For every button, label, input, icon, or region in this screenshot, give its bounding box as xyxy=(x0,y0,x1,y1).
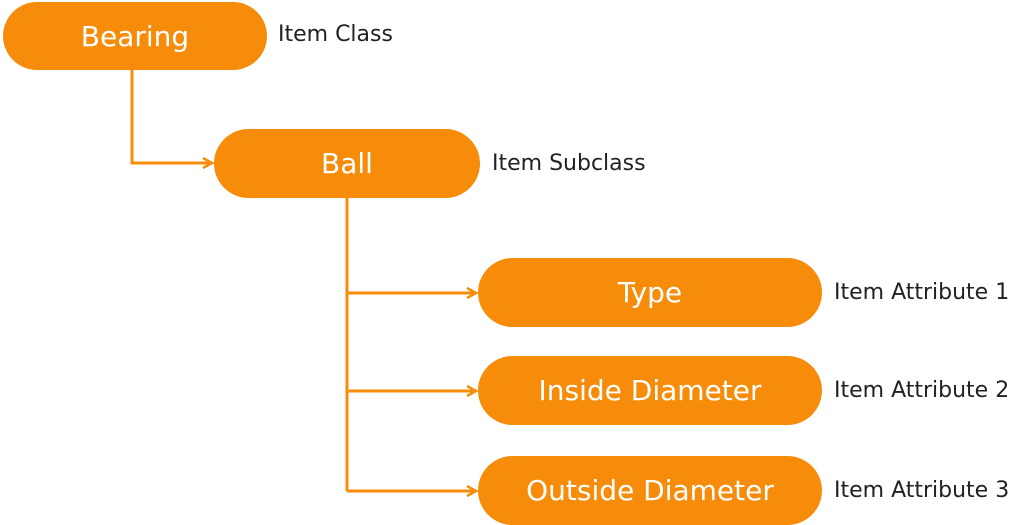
node-label-inside-diameter: Inside Diameter xyxy=(538,374,762,407)
node-inside-diameter: Inside Diameter xyxy=(478,356,822,425)
caption-item-class: Item Class xyxy=(278,22,393,47)
caption-item-attribute-2: Item Attribute 2 xyxy=(834,378,1010,403)
caption-item-subclass: Item Subclass xyxy=(492,151,646,176)
node-label-bearing: Bearing xyxy=(80,19,190,53)
node-type: Type xyxy=(478,258,822,327)
edge-bearing-ball xyxy=(130,70,212,163)
node-outside-diameter: Outside Diameter xyxy=(478,456,822,525)
node-label-outside-diameter: Outside Diameter xyxy=(526,474,774,507)
caption-item-attribute-1: Item Attribute 1 xyxy=(834,280,1010,305)
node-bearing: Bearing xyxy=(3,2,267,70)
node-label-ball: Ball xyxy=(321,147,373,180)
caption-item-attribute-3: Item Attribute 3 xyxy=(834,478,1010,503)
node-label-type: Type xyxy=(617,276,683,309)
node-ball: Ball xyxy=(214,129,480,198)
